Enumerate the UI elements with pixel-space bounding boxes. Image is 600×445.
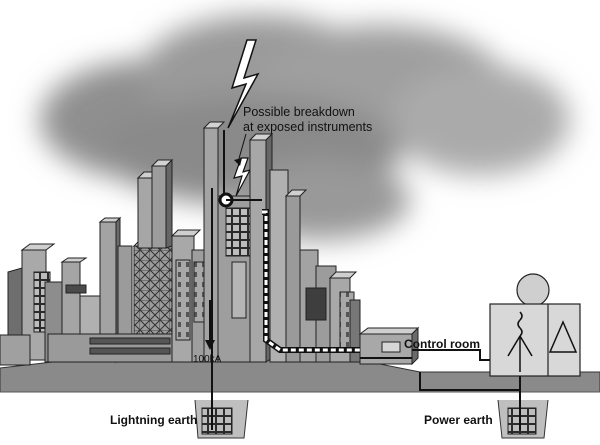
- delta-winding-icon: [548, 320, 578, 353]
- struck-tower: [202, 121, 308, 363]
- spark-icon: [233, 157, 252, 197]
- power-earth-pit: [497, 396, 549, 439]
- breakdown-label-line2: at exposed instruments: [243, 120, 372, 134]
- lightning-bolt-icon: [227, 39, 260, 129]
- current-arrow-icon: [205, 340, 215, 350]
- storm-cloud: [40, 15, 570, 240]
- current-label: 100kA: [193, 354, 222, 365]
- right-buildings: [299, 249, 420, 366]
- breakdown-label-line1: Possible breakdown: [243, 105, 355, 119]
- power-earth-label: Power earth: [424, 413, 493, 427]
- power-transformer: [489, 273, 581, 377]
- lightning-earth-label: Lightning earth: [110, 413, 197, 427]
- lightning-earth-pit: [194, 396, 249, 439]
- control-room-label: Control room: [404, 337, 480, 351]
- left-buildings: [0, 158, 209, 366]
- wye-winding-icon: [507, 311, 533, 372]
